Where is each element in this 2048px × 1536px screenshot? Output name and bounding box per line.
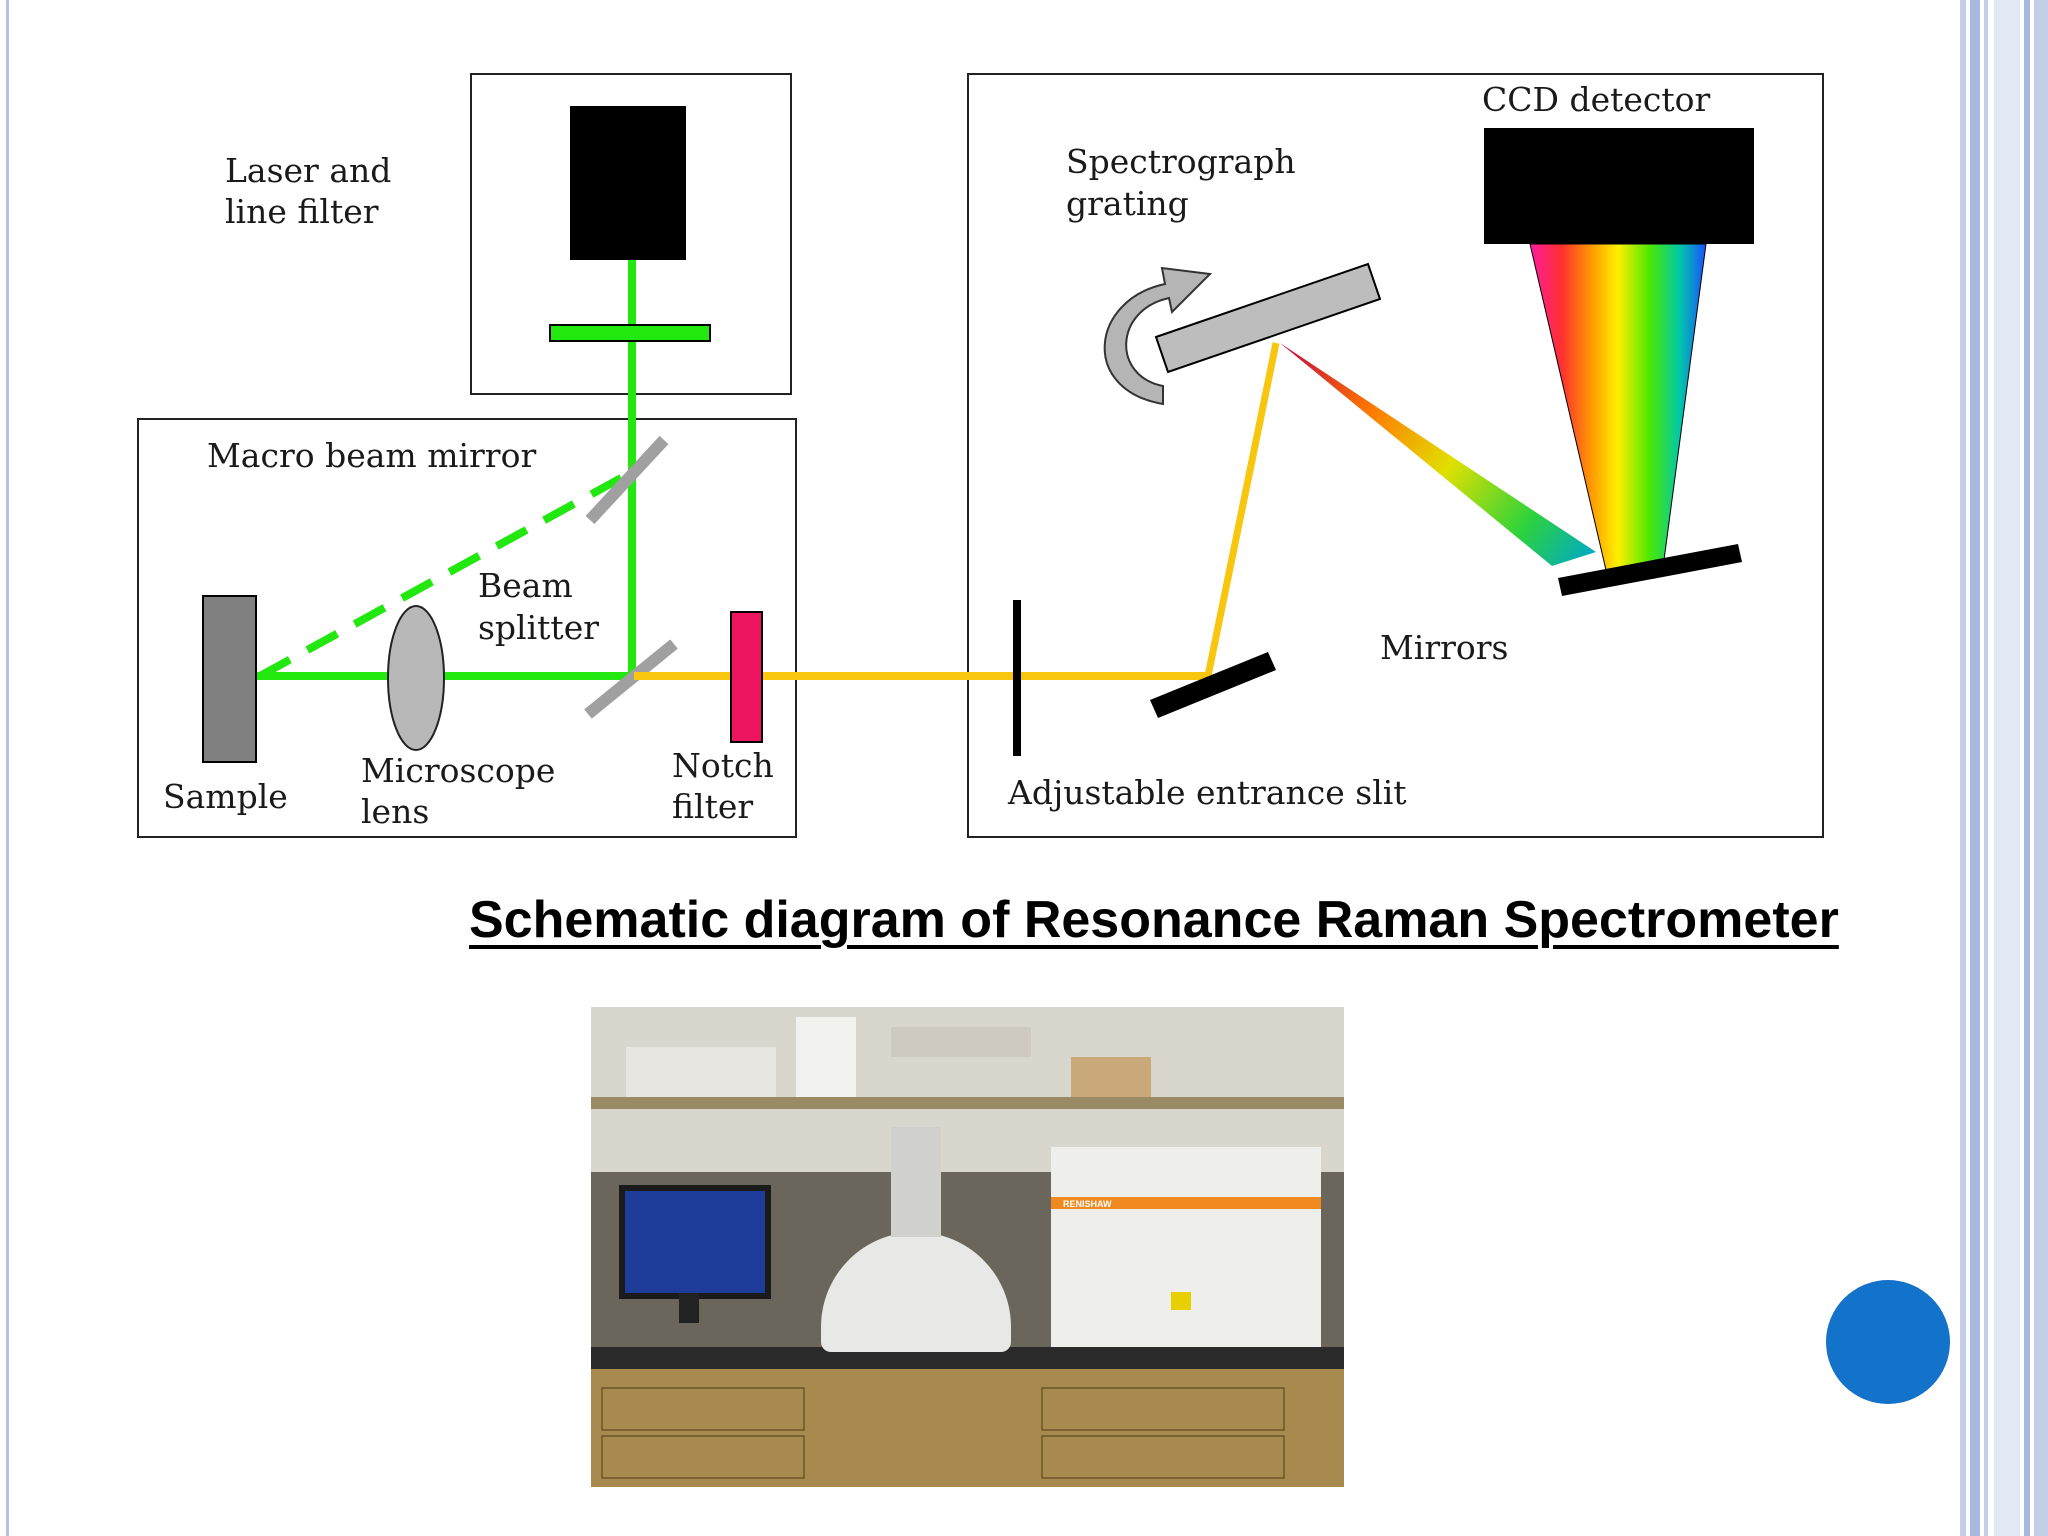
photo-shelf-items	[626, 1047, 776, 1097]
photo-brand-label: RENISHAW	[1063, 1199, 1112, 1209]
photo-shelf	[591, 1097, 1344, 1109]
label-macro-beam-mirror: Macro beam mirror	[207, 436, 537, 475]
photo-monitor	[619, 1185, 771, 1299]
label-microscope-line2: lens	[361, 792, 430, 831]
line-filter	[549, 324, 711, 342]
label-mirrors: Mirrors	[1380, 628, 1509, 667]
macro-beam-mirror	[585, 435, 669, 525]
raman-schematic-diagram	[137, 73, 1824, 838]
photo-bench-top	[591, 1347, 1344, 1369]
diagram-caption: Schematic diagram of Resonance Raman Spe…	[469, 891, 1839, 949]
label-notch-line2: filter	[672, 787, 754, 826]
entrance-slit	[1013, 600, 1021, 756]
notch-filter	[730, 611, 763, 743]
dispersed-beam	[1280, 343, 1596, 566]
sample	[202, 595, 257, 763]
label-sample: Sample	[163, 777, 288, 816]
spectrometer-photo: RENISHAW	[591, 1007, 1344, 1487]
label-notch-line1: Notch	[672, 746, 774, 785]
slide-nav-dot[interactable]	[1826, 1280, 1950, 1404]
ccd-detector	[1484, 128, 1754, 244]
label-entrance-slit: Adjustable entrance slit	[1008, 773, 1407, 812]
label-spectrograph-line1: Spectrograph	[1066, 142, 1296, 181]
label-laser-line1: Laser and	[225, 151, 392, 190]
label-beam-line2: splitter	[478, 608, 599, 647]
spectrograph-grating	[1154, 262, 1382, 374]
mirror-upper	[1558, 544, 1742, 596]
raman-beam-to-grating	[1204, 342, 1280, 677]
photo-microscope-enclosure	[821, 1232, 1011, 1352]
photo-microscope	[891, 1127, 941, 1237]
slide-right-sidebar	[1960, 0, 2048, 1536]
photo-spectrometer-box	[1051, 1147, 1321, 1347]
laser-source	[570, 106, 686, 260]
grating-rotation-arrow-icon	[1103, 266, 1213, 406]
beam-splitter	[584, 639, 678, 719]
microscope-lens	[387, 605, 445, 751]
label-laser-line2: line filter	[225, 192, 379, 231]
slide-left-border	[6, 0, 9, 1536]
macro-beam-dashed	[258, 468, 634, 680]
spectrometer-box	[967, 73, 1824, 838]
label-spectrograph-line2: grating	[1066, 184, 1189, 223]
mirror-lower	[1150, 652, 1276, 718]
spectrum-cone	[1529, 243, 1707, 571]
label-ccd-detector: CCD detector	[1482, 80, 1711, 119]
label-microscope-line1: Microscope	[361, 751, 556, 790]
label-beam-line1: Beam	[478, 566, 573, 605]
microscope-box	[137, 418, 797, 838]
